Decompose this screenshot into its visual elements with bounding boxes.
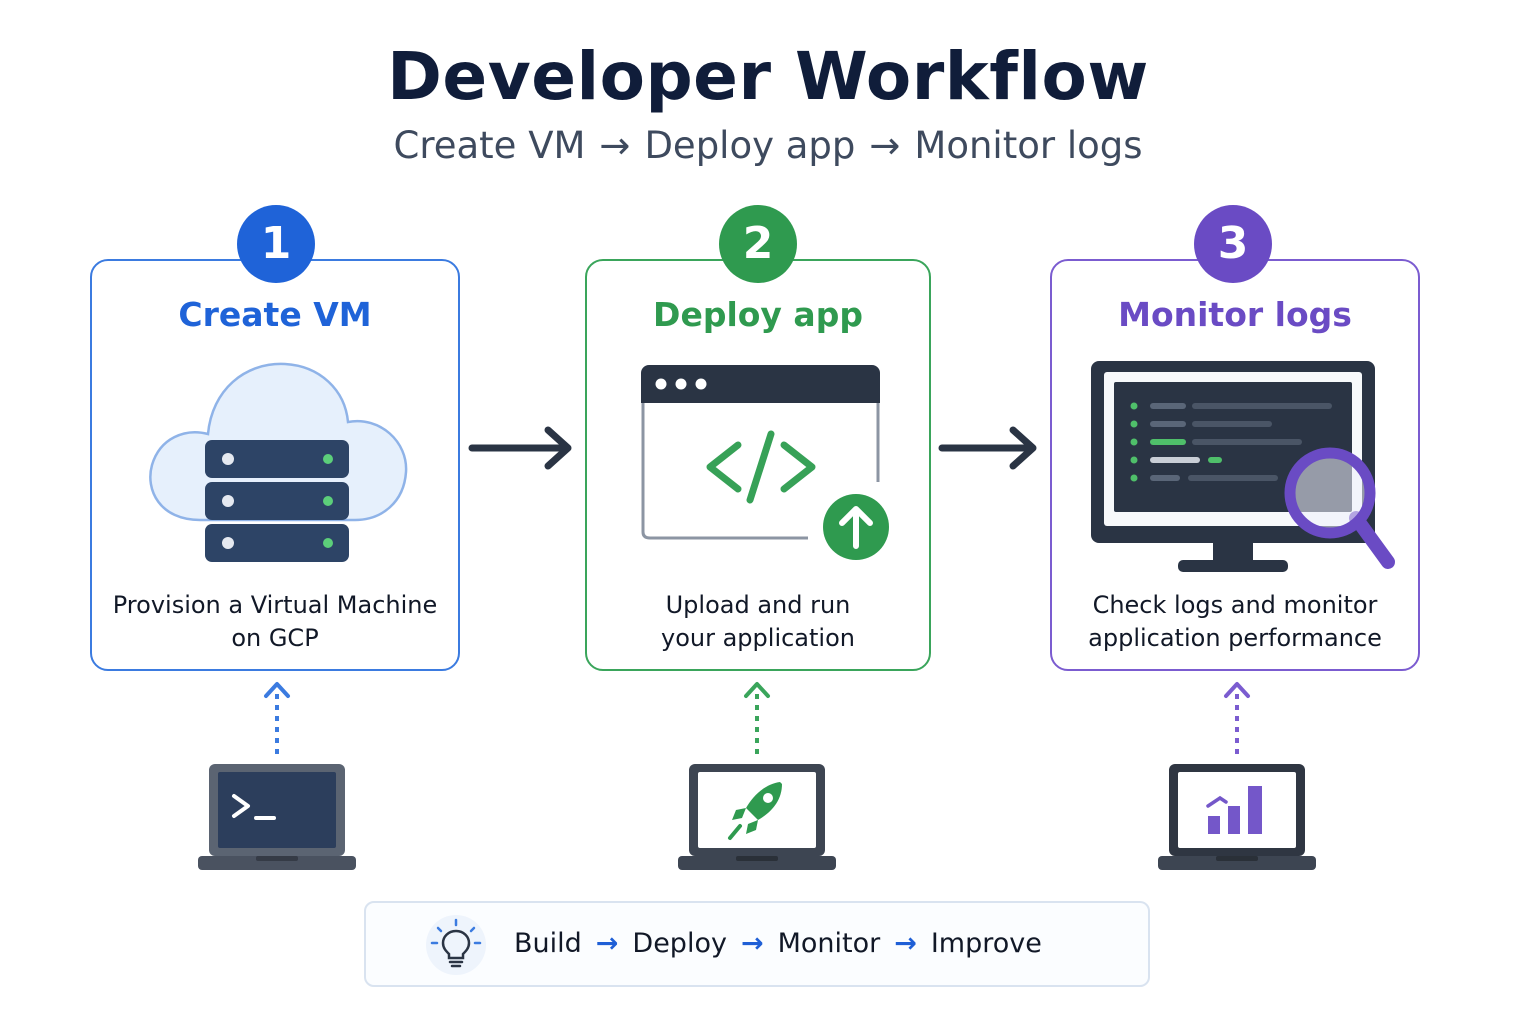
arrow-right-icon: → [595, 928, 619, 959]
card-title: Monitor logs [1118, 295, 1352, 334]
cycle-step: Improve [930, 928, 1042, 959]
arrow-right-icon: → [740, 928, 764, 959]
step-number-badge: 1 [237, 205, 315, 283]
arrow-right-icon: → [599, 124, 631, 167]
dotted-arrow-up-icon [744, 682, 770, 754]
arrow-right-icon: → [894, 928, 917, 959]
subtitle-step: Monitor logs [914, 124, 1143, 167]
flow-arrow-right-icon [938, 426, 1037, 470]
step-number-badge: 3 [1194, 205, 1272, 283]
subtitle-step: Create VM [393, 124, 586, 167]
terminal-laptop-icon [198, 764, 356, 870]
cloud-server-icon [149, 362, 408, 562]
card-title: Create VM [178, 295, 372, 334]
subtitle-step: Deploy app [644, 124, 856, 167]
page-title: Developer Workflow [387, 38, 1149, 115]
subtitle: Create VM → Deploy app → Monitor logs [0, 124, 1536, 167]
workflow-cycle-bar: Build → Deploy → Monitor → Improve [364, 901, 1150, 987]
dotted-arrow-up-icon [1224, 682, 1250, 754]
cycle-step: Build [514, 928, 582, 959]
chart-laptop-icon [1158, 764, 1316, 870]
card-description: Check logs and monitor application perfo… [1088, 591, 1382, 652]
card-description: Upload and run your application [661, 591, 855, 652]
monitor-logs-magnifier-icon [1091, 361, 1395, 572]
arrow-right-icon: → [869, 124, 901, 167]
cycle-step: Deploy [632, 928, 727, 959]
lightbulb-icon [426, 915, 486, 975]
cycle-steps: Build → Deploy → Monitor → Improve [514, 903, 1042, 985]
card-description: Provision a Virtual Machine on GCP [112, 591, 438, 652]
code-window-upload-icon [641, 365, 892, 563]
dotted-arrow-up-icon [264, 682, 290, 754]
flow-arrow-right-icon [468, 426, 572, 470]
cycle-step: Monitor [777, 928, 881, 959]
step-number-badge: 2 [719, 205, 797, 283]
rocket-laptop-icon [678, 764, 836, 870]
card-title: Deploy app [653, 295, 863, 334]
